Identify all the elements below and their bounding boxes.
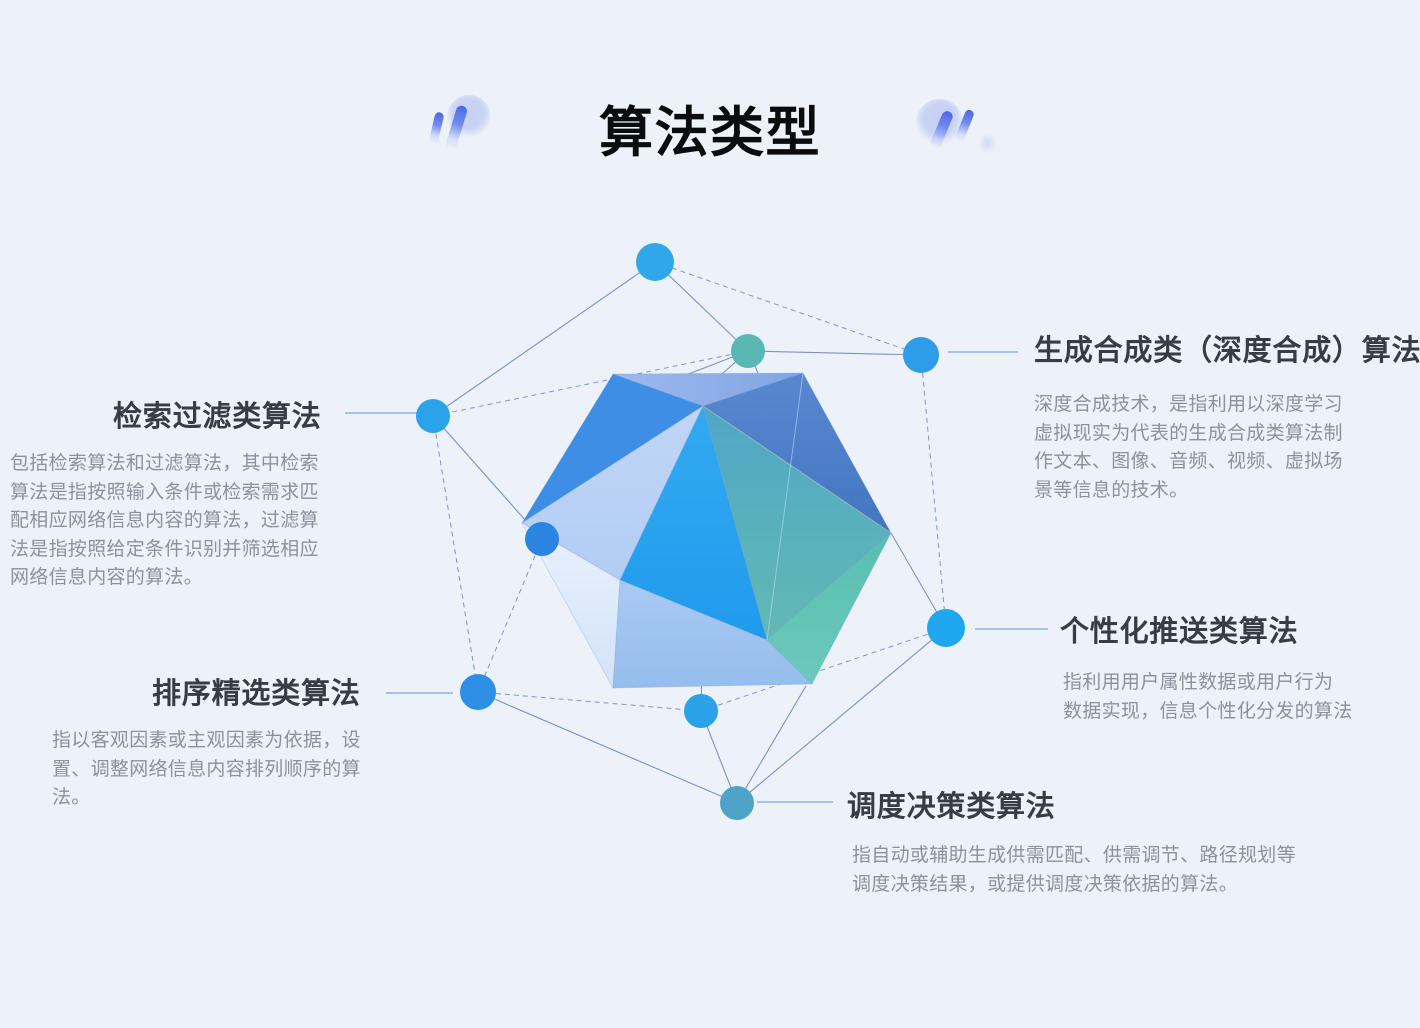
network-nodes: [416, 243, 965, 820]
node-top: [636, 243, 674, 281]
network-edges-dashed: [432, 261, 947, 712]
node-bottom-center: [684, 694, 718, 728]
label-personalized-push: 个性化推送类算法: [1060, 614, 1299, 648]
label-generation-synthesis: 生成合成类（深度合成）算法: [1034, 333, 1420, 367]
node-retrieval: [416, 399, 450, 433]
label-connectors: [345, 351, 1048, 803]
desc-retrieval-filter: 包括检索算法和过滤算法，其中检索 算法是指按照输入条件或检索需求匹 配相应网络信…: [10, 452, 319, 588]
label-retrieval-filter: 检索过滤类算法: [113, 399, 322, 433]
node-rank: [460, 674, 496, 710]
node-schedule: [720, 786, 754, 820]
desc-personalized-push: 指利用用户属性数据或用户行为 数据实现，信息个性化分发的算法: [1063, 671, 1353, 722]
label-scheduling-decision: 调度决策类算法: [847, 789, 1056, 823]
desc-ranking-selection: 指以客观因素或主观因素为依据，设 置、调整网络信息内容排列顺序的算 法。: [52, 729, 361, 808]
label-ranking-selection: 排序精选类算法: [152, 676, 361, 710]
node-personal: [927, 609, 965, 647]
desc-scheduling-decision: 指自动或辅助生成供需匹配、供需调节、路径规划等 调度决策结果，或提供调度决策依据…: [852, 844, 1296, 895]
node-generation: [903, 337, 939, 373]
page-title: 算法类型: [599, 101, 821, 164]
node-top-teal: [731, 334, 765, 368]
node-inner-left: [525, 522, 559, 556]
polyhedron: [520, 372, 892, 690]
desc-generation-synthesis: 深度合成技术，是指利用以深度学习 虚拟现实为代表的生成合成类算法制 作文本、图像…: [1034, 393, 1343, 501]
